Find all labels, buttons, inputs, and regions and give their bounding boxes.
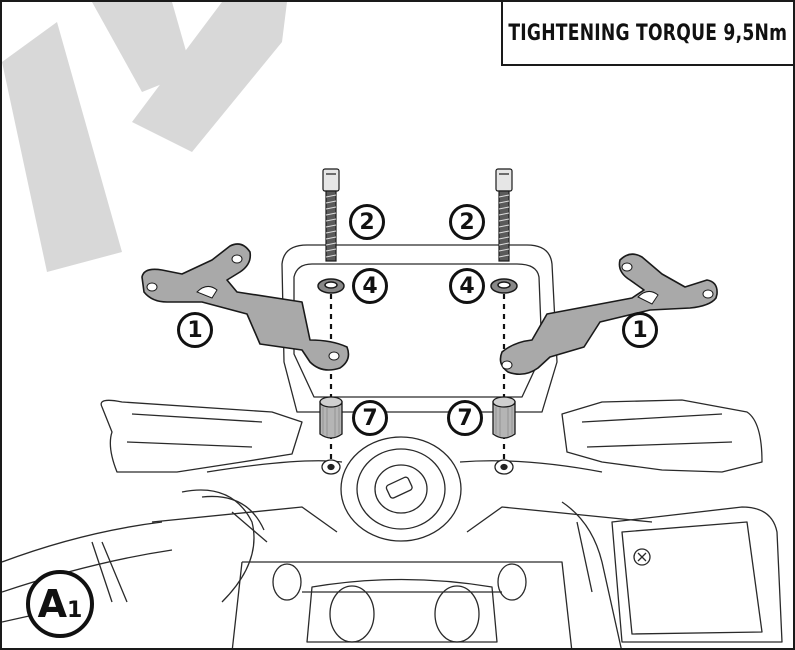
callout-bracket-right: 1: [622, 312, 658, 348]
torque-label: TIGHTENING TORQUE 9,5Nm: [508, 20, 788, 46]
left-screw: [322, 168, 340, 262]
view-letter: A: [37, 582, 68, 626]
mounting-holes: [321, 459, 514, 475]
callout-washer-left: 4: [352, 268, 388, 304]
assembly-axes: [329, 294, 506, 462]
motorcycle-outline: [2, 244, 783, 648]
right-spacer: [492, 396, 516, 439]
callout-spacer-left: 7: [352, 400, 388, 436]
left-washer: [317, 278, 345, 294]
right-washer: [490, 278, 518, 294]
callout-screw-left: 2: [349, 204, 385, 240]
callout-spacer-right: 7: [447, 400, 483, 436]
torque-specification-box: TIGHTENING TORQUE 9,5Nm: [501, 2, 793, 66]
left-bracket: [141, 243, 350, 371]
callout-washer-right: 4: [449, 268, 485, 304]
callout-screw-right: 2: [449, 204, 485, 240]
watermark-strokes: [2, 2, 287, 272]
callout-bracket-left: 1: [177, 312, 213, 348]
right-screw: [495, 168, 513, 262]
right-bracket: [499, 253, 718, 376]
left-spacer: [319, 396, 343, 439]
view-subscript: 1: [67, 598, 83, 623]
